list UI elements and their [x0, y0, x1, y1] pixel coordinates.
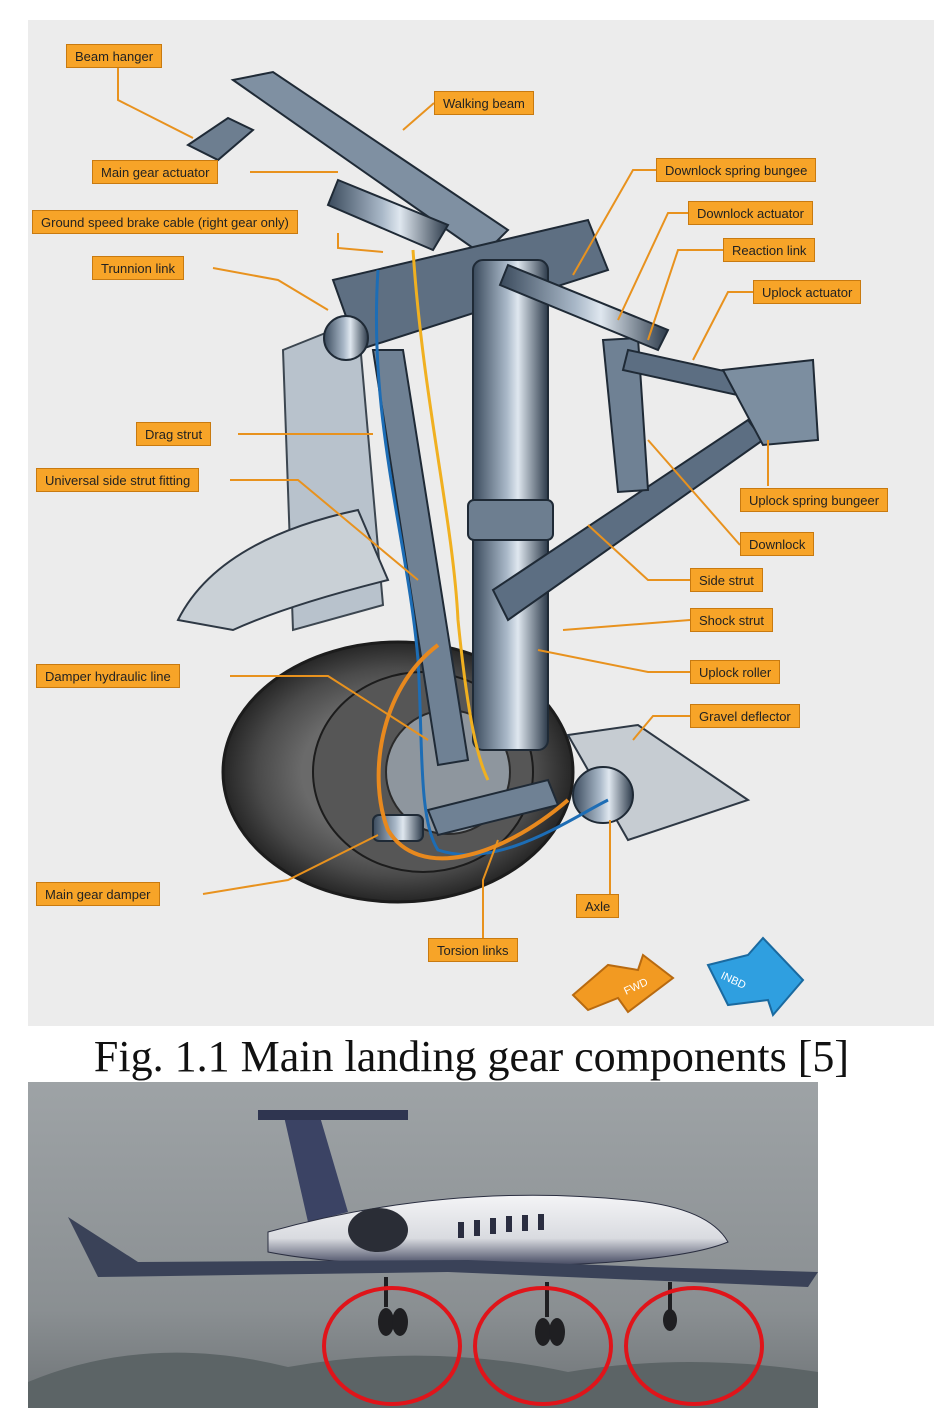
label-ground-speed-brake-cable: Ground speed brake cable (right gear onl…: [32, 210, 298, 234]
label-reaction-link: Reaction link: [723, 238, 816, 262]
inbd-arrow: [706, 936, 805, 1017]
label-downlock-spring-bungee: Downlock spring bungee: [656, 158, 817, 182]
label-gravel-deflector: Gravel deflector: [690, 704, 800, 728]
aircraft-photo-art: [28, 1082, 818, 1408]
label-main-gear-damper: Main gear damper: [36, 882, 160, 906]
wing: [68, 1217, 818, 1287]
downlock-spring-bungee: [498, 263, 670, 352]
landing-gear-diagram: FWD INBD Beam hanger Walking beam Main g…: [28, 20, 934, 1026]
brake-cable-yellow: [411, 249, 490, 781]
landing-gear-illustration: FWD INBD: [117, 68, 820, 1017]
uplock-assembly: [721, 358, 820, 447]
damper-hydraulic-line: [376, 643, 570, 861]
trunnion-link-joint: [323, 315, 369, 361]
main-gear-damper: [372, 814, 424, 842]
label-shock-strut: Shock strut: [690, 608, 774, 632]
label-uplock-roller: Uplock roller: [690, 660, 781, 684]
drag-strut: [371, 349, 470, 767]
gear-highlight-circles: [322, 1286, 764, 1406]
torsion-links: [426, 778, 560, 837]
label-beam-hanger: Beam hanger: [66, 44, 163, 68]
label-universal-side-strut-fitting: Universal side strut fitting: [36, 468, 200, 492]
label-downlock-actuator: Downlock actuator: [688, 201, 813, 225]
label-walking-beam: Walking beam: [434, 91, 534, 115]
label-uplock-spring-bungee: Uplock spring bungeer: [740, 488, 889, 512]
label-axle: Axle: [576, 894, 620, 918]
label-main-gear-actuator: Main gear actuator: [92, 160, 219, 184]
walking-beam: [230, 70, 510, 257]
figure-caption: Fig. 1.1 Main landing gear components [5…: [93, 1032, 850, 1081]
strut-collar: [467, 499, 554, 541]
label-downlock: Downlock: [740, 532, 815, 556]
vertical-tail: [283, 1110, 348, 1222]
leader-lines: [117, 68, 769, 940]
label-uplock-actuator: Uplock actuator: [753, 280, 862, 304]
horizontal-tail: [258, 1110, 408, 1120]
label-trunnion-link: Trunnion link: [92, 256, 184, 280]
fwd-arrow: [571, 953, 675, 1014]
label-damper-hydraulic-line: Damper hydraulic line: [36, 664, 180, 688]
hydraulic-line-blue: [374, 269, 609, 857]
cabin-windows: [458, 1214, 544, 1238]
mountains: [28, 1352, 818, 1408]
main-gear-actuator: [326, 178, 450, 252]
label-drag-strut: Drag strut: [136, 422, 212, 446]
beam-hanger: [186, 116, 255, 162]
aircraft-photo: [28, 1082, 818, 1408]
fairing: [176, 508, 390, 632]
engine-nacelle: [348, 1208, 408, 1252]
label-side-strut: Side strut: [690, 568, 763, 592]
axle: [572, 766, 634, 824]
label-torsion-links: Torsion links: [428, 938, 518, 962]
landing-gear-wheels: [378, 1277, 677, 1346]
downlock: [601, 336, 650, 494]
